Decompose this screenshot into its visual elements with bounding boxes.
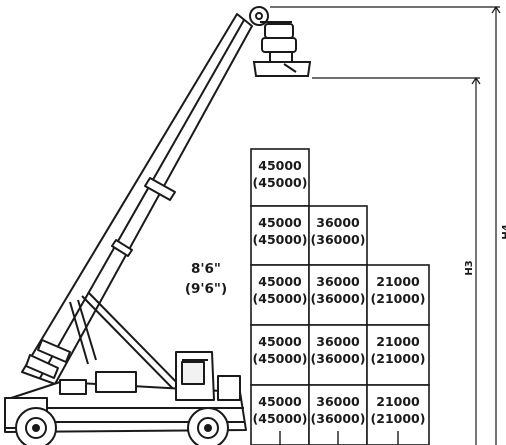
capacity-cell: [250, 324, 310, 386]
capacity-value: 36000: [316, 274, 360, 289]
capacity-value: 21000: [376, 394, 420, 409]
dimension-lines: [270, 5, 501, 445]
capacity-value-alt: (21000): [371, 411, 426, 426]
capacity-value-alt: (21000): [371, 291, 426, 306]
capacity-value: 36000: [316, 394, 360, 409]
wheels: [15, 407, 229, 445]
spreader: [252, 21, 312, 77]
capacity-value: 36000: [316, 334, 360, 349]
front-wheel: [187, 407, 229, 445]
lift-cylinder: [69, 291, 187, 399]
container-height-high-cube: (9'6"): [185, 281, 227, 297]
capacity-value-alt: (36000): [311, 411, 366, 426]
h3-label: H3: [464, 260, 475, 275]
capacity-value-alt: (21000): [371, 351, 426, 366]
capacity-value: 45000: [258, 215, 302, 230]
telescopic-boom: [21, 6, 269, 385]
capacity-cell: [366, 324, 430, 386]
capacity-value: 45000: [258, 334, 302, 349]
capacity-value-alt: (36000): [311, 351, 366, 366]
capacity-value-alt: (45000): [253, 175, 308, 190]
capacity-value-alt: (45000): [253, 351, 308, 366]
capacity-value-alt: (36000): [311, 291, 366, 306]
capacity-cell: [250, 205, 310, 266]
capacity-value-alt: (36000): [311, 232, 366, 247]
capacity-cell: [366, 264, 430, 326]
vehicle-chassis: [4, 351, 247, 433]
rear-wheel: [15, 407, 57, 445]
capacity-cell: [308, 324, 368, 386]
capacity-value: 21000: [376, 334, 420, 349]
h4-label: H4: [501, 224, 506, 239]
capacity-cell: [250, 264, 310, 326]
capacity-value-alt: (45000): [253, 411, 308, 426]
capacity-cell: [308, 264, 368, 326]
capacity-value-alt: (45000): [253, 291, 308, 306]
capacity-value: 36000: [316, 215, 360, 230]
capacity-value: 21000: [376, 274, 420, 289]
capacity-stack: 45000 (45000) 45000 (45000) 36000 (36000) 4500…: [250, 148, 430, 445]
capacity-cell: [250, 148, 310, 207]
capacity-value-alt: (45000): [253, 232, 308, 247]
capacity-value: 45000: [258, 274, 302, 289]
capacity-cell: [308, 205, 368, 266]
capacity-value: 45000: [258, 394, 302, 409]
capacity-value: 45000: [258, 158, 302, 173]
container-height-standard: 8'6": [191, 261, 221, 277]
